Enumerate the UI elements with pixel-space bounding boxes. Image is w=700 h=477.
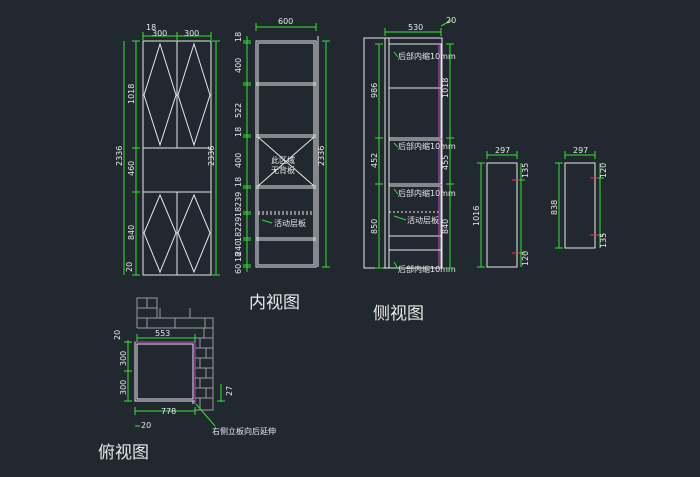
- dim-label: 20: [113, 330, 122, 340]
- dim-label: 18: [234, 207, 243, 217]
- front-view: 18 300 300 1018 460 840 2336 20 2336: [115, 23, 220, 276]
- dim-label: 1018: [127, 84, 136, 104]
- dim-label: 300: [184, 29, 199, 38]
- side-panel-a: 297 1016 135 120: [472, 146, 530, 268]
- dim-label: 120: [521, 251, 530, 266]
- dim-label: 300: [119, 351, 128, 366]
- door-diamond-pattern: [177, 193, 211, 274]
- dim-label: 460: [127, 161, 136, 176]
- dim-label: 18: [146, 23, 156, 32]
- dim-label: 1016: [472, 206, 481, 226]
- annotation: 无背板: [271, 165, 295, 175]
- dim-label: 20: [446, 16, 456, 25]
- dim-label: 239: [234, 192, 243, 207]
- dim-label: 20: [141, 421, 151, 430]
- dim-label: 297: [495, 146, 510, 155]
- side-panel-b: 297 838 120 135: [550, 146, 608, 249]
- dim-label: 20: [125, 262, 134, 272]
- dim-label: 229: [234, 217, 243, 232]
- inner-cabinet-outline: [255, 40, 317, 268]
- dim-label: 986: [370, 83, 379, 98]
- dim-label: 300: [119, 380, 128, 395]
- dim-label: 838: [550, 200, 559, 215]
- top-view: 553 20 300 300 778 20 27 右侧立板向后延伸: [113, 297, 276, 436]
- dim-label: 18: [234, 252, 243, 262]
- view-title: 俯视图: [98, 443, 149, 463]
- dim-label: 850: [370, 219, 379, 234]
- dim-label: 840: [127, 225, 136, 240]
- dim-label: 553: [155, 329, 170, 338]
- dim-label: 135: [521, 163, 530, 178]
- annotation: 活动层板: [407, 215, 439, 225]
- dim-label: 300: [152, 29, 167, 38]
- dim-label: 455: [441, 155, 450, 170]
- dim-label: 452: [370, 153, 379, 168]
- dim-label: 840: [441, 219, 450, 234]
- annotation: 后部内缩10mm: [398, 51, 456, 61]
- annotation: 后部内缩10mm: [398, 264, 456, 274]
- inner-view: 此区域 无背板 活动层板 600 18 400 522 18 400 18 23…: [234, 17, 330, 274]
- dim-label: 1018: [441, 78, 450, 98]
- annotation: 后部内缩10mm: [398, 141, 456, 151]
- door-diamond-pattern: [143, 42, 177, 147]
- dim-label: 530: [408, 23, 423, 32]
- brick-wall: [136, 297, 214, 411]
- dim-label: 18: [234, 232, 243, 242]
- dim-label: 522: [234, 103, 243, 118]
- dim-label: 400: [234, 58, 243, 73]
- dim-label: 2336: [317, 146, 326, 166]
- dim-label: 120: [599, 163, 608, 178]
- dim-label: 2336: [115, 146, 124, 166]
- door-diamond-pattern: [143, 193, 177, 274]
- dim-label: 27: [225, 386, 234, 396]
- side-view: 后部内缩10mm 后部内缩10mm 后部内缩10mm 活动层板 后部内缩10mm…: [363, 16, 456, 274]
- dim-label: 18: [234, 127, 243, 137]
- dim-label: 600: [278, 17, 293, 26]
- top-cabinet-outline: [134, 341, 196, 402]
- door-diamond-pattern: [177, 42, 211, 147]
- dim-label: 60: [234, 264, 243, 274]
- annotation: 活动层板: [274, 218, 306, 228]
- dim-label: 400: [234, 153, 243, 168]
- view-title: 内视图: [249, 293, 300, 313]
- dim-label: 240: [234, 241, 243, 256]
- view-title: 侧视图: [373, 304, 424, 324]
- dim-label: 18: [234, 32, 243, 42]
- panel-outline: [486, 162, 518, 268]
- dim-label: 135: [599, 233, 608, 248]
- dim-label: 2336: [207, 146, 216, 166]
- dim-label: 18: [234, 177, 243, 187]
- annotation: 此区域: [271, 155, 295, 165]
- panel-outline: [564, 162, 596, 249]
- dim-label: 778: [161, 407, 176, 416]
- dim-label: 297: [573, 146, 588, 155]
- annotation: 后部内缩10mm: [398, 188, 456, 198]
- annotation: 右侧立板向后延伸: [212, 426, 276, 436]
